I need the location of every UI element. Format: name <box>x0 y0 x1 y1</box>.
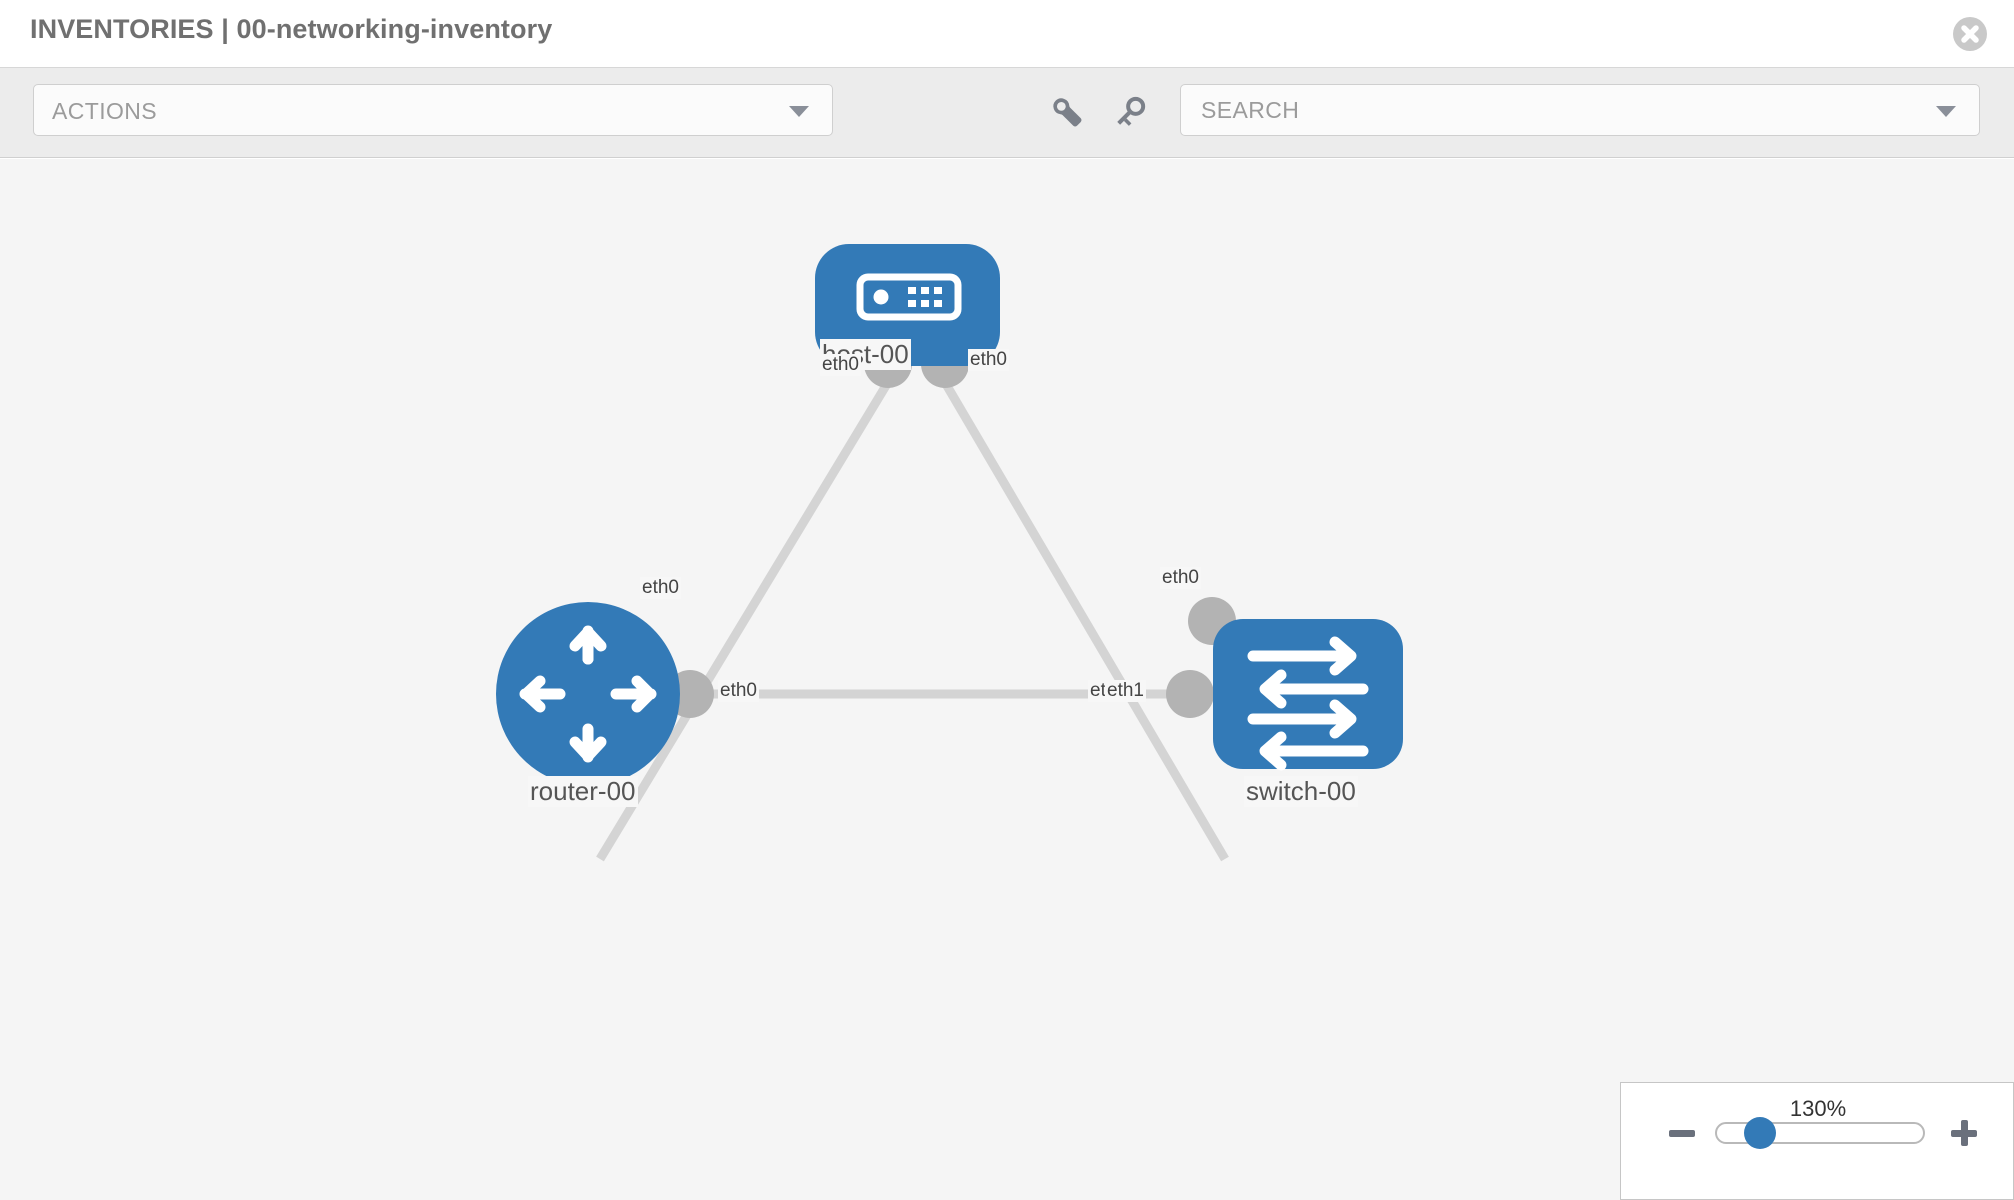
iface-label-router-eth0-right: eth0 <box>718 680 759 702</box>
topology-links <box>596 371 1229 862</box>
close-icon[interactable] <box>1953 17 1987 51</box>
search-input[interactable] <box>1199 85 1899 135</box>
link-host-router[interactable] <box>596 371 897 862</box>
actions-dropdown[interactable]: ACTIONS <box>33 84 833 136</box>
node-host-00[interactable] <box>815 244 1000 366</box>
page-header: INVENTORIES | 00-networking-inventory <box>0 0 2014 68</box>
node-label-switch: switch-00 <box>1244 776 1358 807</box>
search-box[interactable] <box>1180 84 1980 136</box>
node-router-00[interactable] <box>496 602 680 786</box>
router-arrows-icon <box>519 625 657 763</box>
connector-switch-left[interactable] <box>1166 670 1214 718</box>
switch-arrows-icon <box>1247 636 1369 771</box>
node-switch-00[interactable] <box>1213 619 1403 771</box>
iface-label-switch-eth1: eth1 <box>1105 680 1146 702</box>
chevron-down-icon <box>789 106 809 117</box>
iface-label-host-eth0-left: eth0 <box>820 354 861 376</box>
topology-graph <box>496 244 1403 862</box>
iface-label-switch-eth0-up: eth0 <box>1160 567 1201 589</box>
topology-canvas[interactable]: host-00 router-00 switch-00 eth0 eth0 et… <box>0 159 2014 1200</box>
zoom-level-value: 130% <box>1789 1096 1847 1121</box>
iface-label-host-eth0-right: eth0 <box>968 349 1009 371</box>
zoom-slider-thumb[interactable] <box>1744 1117 1776 1149</box>
server-icon <box>856 273 962 321</box>
link-host-switch[interactable] <box>936 371 1229 862</box>
zoom-control-panel: 130% <box>1620 1082 2014 1200</box>
plus-icon[interactable] <box>1951 1120 1977 1146</box>
node-label-router: router-00 <box>528 776 638 807</box>
minus-icon[interactable] <box>1669 1130 1695 1137</box>
key-icon[interactable] <box>1110 92 1150 137</box>
chevron-down-icon <box>1936 106 1956 117</box>
actions-dropdown-label: ACTIONS <box>52 98 158 124</box>
wrench-icon[interactable] <box>1047 92 1087 137</box>
page-title: INVENTORIES | 00-networking-inventory <box>30 14 553 44</box>
iface-label-router-eth0-up: eth0 <box>640 577 681 599</box>
